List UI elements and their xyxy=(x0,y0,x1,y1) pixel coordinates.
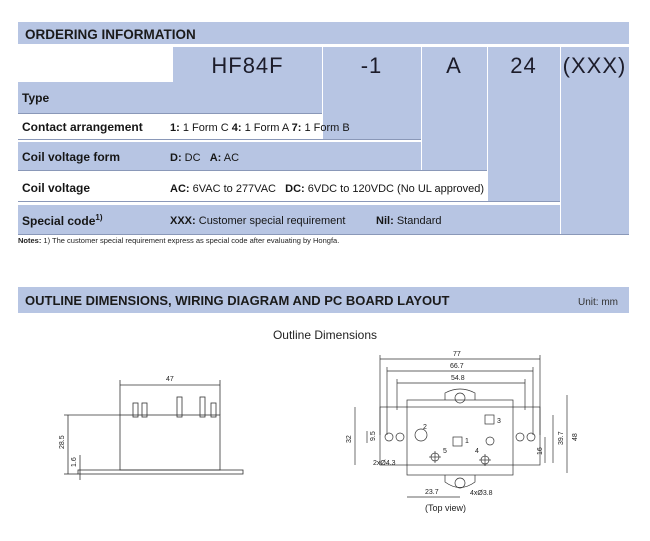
value-key: DC: xyxy=(285,183,305,195)
top-dim-right-h2: 48 xyxy=(572,433,579,441)
row-band-special xyxy=(18,205,560,235)
value-key: XXX: xyxy=(170,215,196,227)
divider xyxy=(421,47,422,170)
outline-subtitle: Outline Dimensions xyxy=(272,328,378,342)
notes: Notes: 1) The customer special requireme… xyxy=(18,236,339,245)
pin-label: 1 xyxy=(465,438,469,445)
value-text: DC xyxy=(181,152,210,164)
value-key: 1: xyxy=(170,122,180,134)
value-text: 1 Form B xyxy=(301,122,350,134)
top-dim-right-h1: 39.7 xyxy=(558,431,565,445)
row-value-coilvolt: AC: 6VAC to 277VAC DC: 6VDC to 120VDC (N… xyxy=(170,183,484,195)
value-key: AC: xyxy=(170,183,190,195)
divider xyxy=(18,201,560,202)
code-cell-special xyxy=(560,47,629,235)
code-coilform: A xyxy=(446,53,462,78)
ordering-header-band xyxy=(18,22,629,44)
code-special: (XXX) xyxy=(562,53,627,78)
row-label-coilvolt: Coil voltage xyxy=(22,181,91,195)
pin-label: 3 xyxy=(497,418,501,425)
code-cell-coilvolt xyxy=(487,47,560,201)
value-key: 4: xyxy=(231,122,242,134)
value-text: Customer special requirement xyxy=(195,215,377,227)
pin-label: 4 xyxy=(475,448,479,455)
top-dim-left-small: 9.5 xyxy=(370,431,377,441)
pin-label: 5 xyxy=(443,448,447,455)
row-label-contact: Contact arrangement xyxy=(22,120,143,134)
side-view-drawing: 47 28.5 1.6 xyxy=(59,376,244,480)
code-hf84f: HF84F xyxy=(211,53,284,78)
divider xyxy=(560,47,561,235)
value-text: AC xyxy=(221,152,240,164)
row-value-contact: 1: 1 Form C 4: 1 Form A 7: 1 Form B xyxy=(170,122,350,134)
row-band-coilform xyxy=(18,142,421,170)
row-label-type: Type xyxy=(22,91,50,105)
top-dim-mid: 66.7 xyxy=(450,363,464,370)
top-view-caption: (Top view) xyxy=(425,503,466,513)
value-text: 6VDC to 120VDC (No UL approved) xyxy=(304,183,485,195)
code-cell-type-span xyxy=(18,82,322,113)
divider xyxy=(487,47,488,201)
special-label-sup: 1) xyxy=(95,213,103,222)
divider xyxy=(18,170,487,171)
outline-title: OUTLINE DIMENSIONS, WIRING DIAGRAM AND P… xyxy=(25,293,450,308)
row-label-special: Special code1) xyxy=(22,213,103,228)
top-dim-overall: 77 xyxy=(453,351,461,358)
ordering-table: HF84F -1 A 24 (XXX) Type Contact arrange… xyxy=(18,47,629,235)
divider xyxy=(18,113,322,114)
value-text: 1 Form C xyxy=(179,122,232,134)
row-value-coilform: D: DC A: AC xyxy=(170,152,239,164)
notes-text: 1) The customer special requirement expr… xyxy=(41,236,340,245)
code-contact: -1 xyxy=(360,53,383,78)
value-key: D: xyxy=(170,152,182,164)
divider xyxy=(322,47,323,139)
divider xyxy=(18,139,421,140)
notes-prefix: Notes: xyxy=(18,236,42,245)
side-dim-width: 47 xyxy=(166,376,174,383)
row-value-special: XXX: Customer special requirement Nil: S… xyxy=(170,215,441,227)
special-label-text: Special code xyxy=(22,214,96,228)
outline-header-band xyxy=(18,287,629,313)
top-dim-hole-b: 4xØ3.8 xyxy=(470,490,493,497)
pin-label: 2 xyxy=(423,424,427,431)
side-dim-height: 28.5 xyxy=(59,435,66,449)
row-label-coilform: Coil voltage form xyxy=(22,150,121,164)
value-text: 6VAC to 277VAC xyxy=(189,183,286,195)
top-dim-right-small: 16 xyxy=(537,447,544,455)
code-coilvolt: 24 xyxy=(510,53,537,78)
top-dim-left-h: 32 xyxy=(346,435,353,443)
value-key: A: xyxy=(209,152,222,164)
divider xyxy=(18,234,629,235)
top-view-drawing: 77 66.7 54.8 32 9.5 39.7 48 16 23.7 2xØ4… xyxy=(346,351,579,513)
ordering-title: ORDERING INFORMATION xyxy=(25,27,196,42)
value-key: 7: xyxy=(291,122,302,134)
code-cell-contact xyxy=(322,47,421,139)
value-text: 1 Form A xyxy=(241,122,292,134)
unit-label: Unit: mm xyxy=(578,297,618,308)
top-dim-inner: 54.8 xyxy=(451,375,465,382)
code-cell-coilform xyxy=(421,47,487,170)
side-dim-base: 1.6 xyxy=(71,457,78,467)
value-text: Standard xyxy=(393,215,442,227)
top-dim-bottom-w: 23.7 xyxy=(425,489,439,496)
value-key: Nil: xyxy=(376,215,394,227)
top-dim-hole-a: 2xØ4.3 xyxy=(373,460,396,467)
